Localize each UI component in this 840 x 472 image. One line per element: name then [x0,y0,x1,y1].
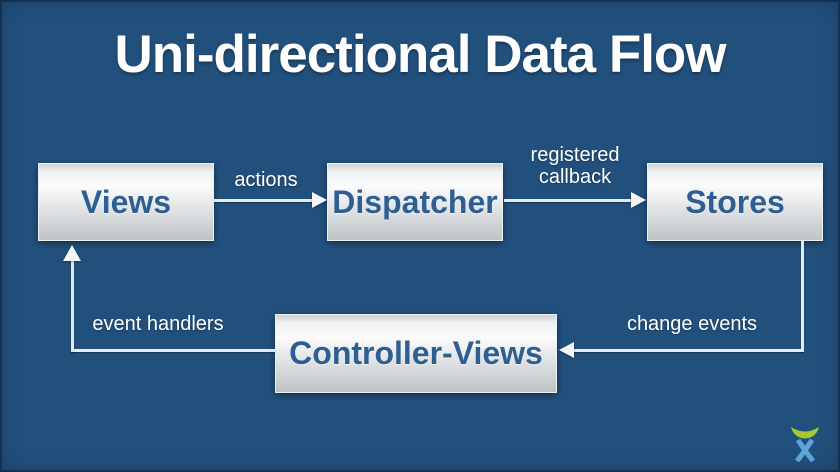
node-dispatcher: Dispatcher [327,163,503,241]
edge-label-registered-callback: registered callback [530,144,620,189]
node-controller-views-label: Controller-Views [289,335,543,371]
arrow-views-to-dispatcher-head [312,192,327,208]
arrow-controller-to-views-vertical-line [71,261,74,352]
node-stores: Stores [647,163,823,241]
edge-label-change-events: change events [626,313,758,335]
arrow-stores-to-controller-vertical-line [801,241,804,352]
arrow-views-to-dispatcher-line [214,199,314,202]
page-title: Uni-directional Data Flow [114,25,726,84]
node-controller-views: Controller-Views [275,314,557,393]
arrow-controller-to-views-head [63,245,81,261]
edge-label-actions: actions [234,169,298,191]
node-dispatcher-label: Dispatcher [332,183,498,220]
node-views-label: Views [80,183,172,220]
arrow-dispatcher-to-stores-line [504,199,634,202]
arrow-dispatcher-to-stores-head [631,192,646,208]
arrow-stores-to-controller-horizontal-line [574,349,804,352]
node-views: Views [38,163,214,241]
node-stores-label: Stores [685,183,785,220]
arrow-stores-to-controller-head [559,342,574,358]
arrow-controller-to-views-horizontal-line [71,349,275,352]
edge-label-event-handlers: event handlers [92,313,224,335]
atlassian-logo-icon [791,427,819,462]
